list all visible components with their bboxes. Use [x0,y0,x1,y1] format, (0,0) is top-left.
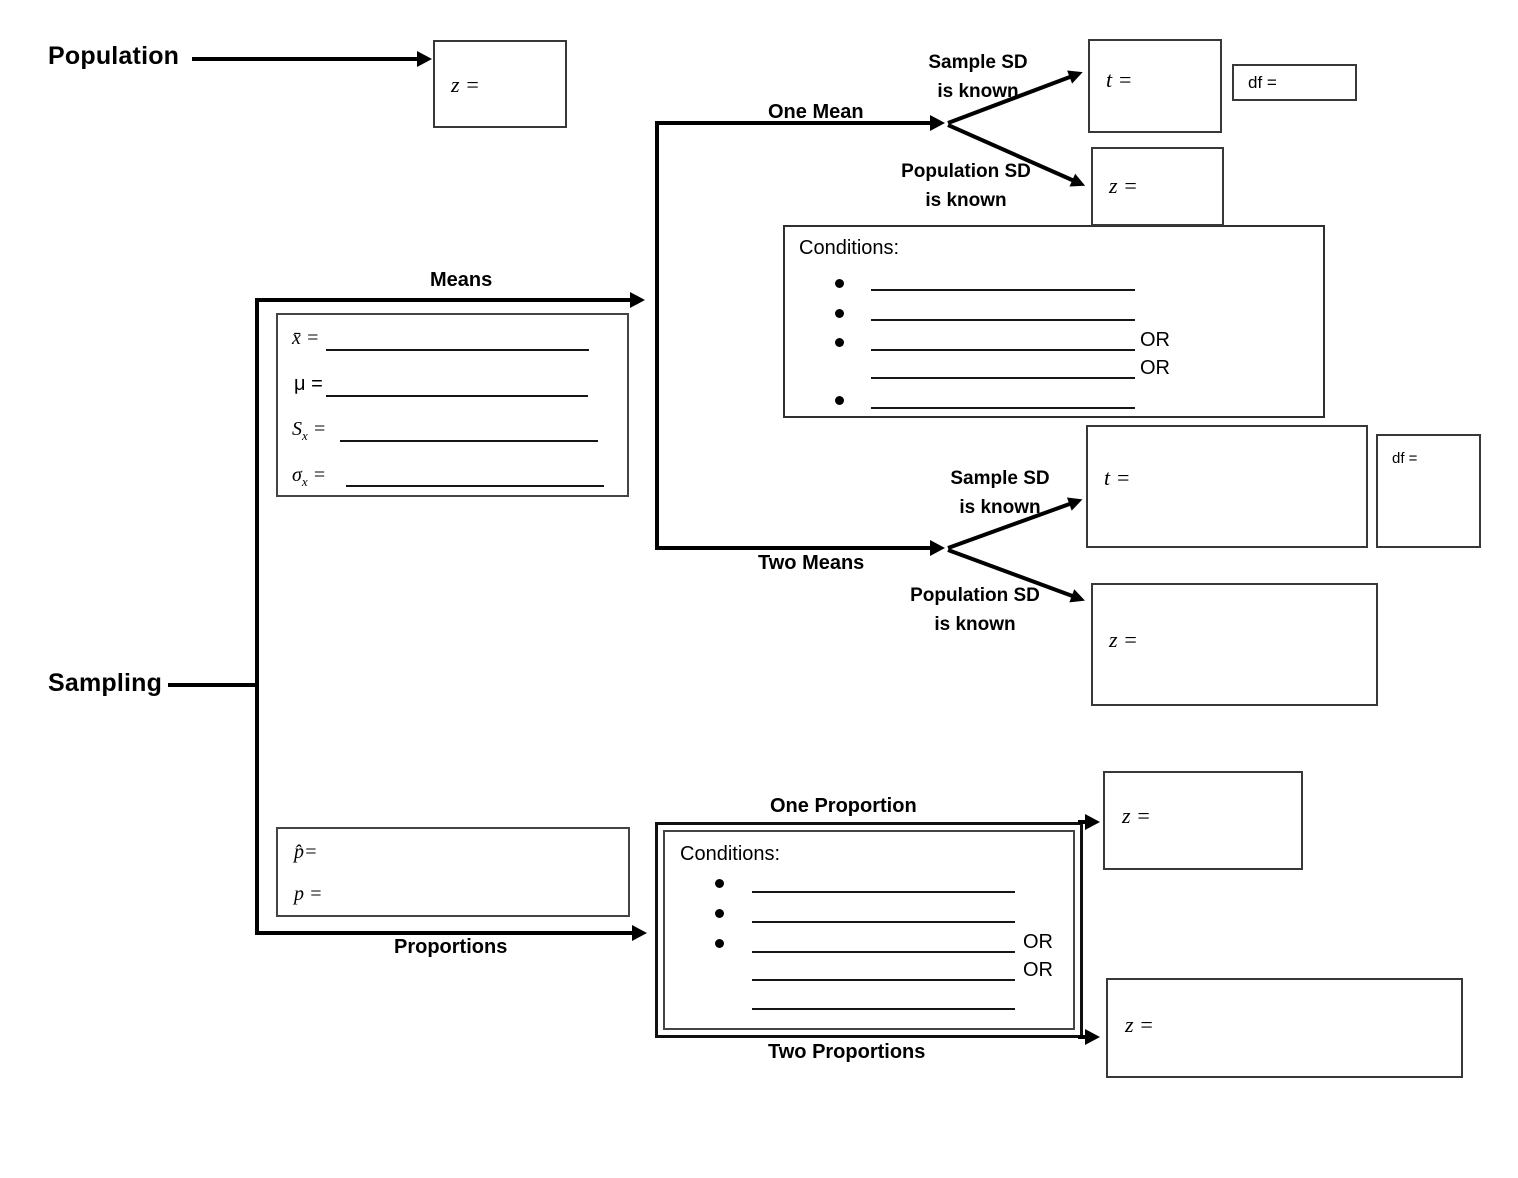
one-mean-df-box: df = [1232,64,1357,101]
proportions-conditions-heading: Conditions: [680,843,781,865]
one-mean-sample-sd-label: Sample SD is known [928,52,1028,102]
one-mean-df-formula: df = [1248,73,1277,92]
one-proportion-label: One Proportion [770,795,917,817]
population-z-box: z = [433,40,567,128]
arrowhead-icon [1067,65,1086,84]
two-proportions-label: Two Proportions [768,1041,926,1063]
means-conditions-heading: Conditions: [799,237,900,259]
arrowhead-icon [930,540,945,556]
sx-formula: Sx = [292,418,327,443]
or-label: OR [1140,357,1170,379]
arrowhead-icon [1069,589,1088,608]
bullet-icon [715,939,724,948]
population-z-formula: z = [451,72,480,97]
xbar-blank-line [326,349,589,351]
sigmax-formula: σx = [292,464,327,489]
arrowhead-icon [632,925,647,941]
one-mean-z-formula: z = [1109,173,1138,198]
sampling-branch-line [255,298,259,935]
arrowhead-icon [1069,173,1088,193]
two-means-population-sd-label: Population SD is known [910,585,1040,635]
arrowhead-icon [1085,1029,1100,1045]
condition-blank-line [752,979,1015,981]
condition-blank-line [871,407,1135,409]
population-arrow [192,50,432,67]
proportions-conditions-inner-border [663,830,1075,1030]
or-label: OR [1140,329,1170,351]
sampling-label: Sampling [48,669,163,697]
means-formulas-box: x̄ = μ = Sx = σx = [276,313,629,497]
condition-blank-line [752,1008,1015,1010]
two-means-df-formula: df = [1392,450,1418,467]
two-means-label: Two Means [758,552,865,574]
proportions-arrow [257,925,647,941]
two-means-t-formula: t = [1104,465,1131,490]
two-proportions-z-formula: z = [1125,1012,1154,1037]
means-arrow [257,292,645,308]
two-means-z-formula: z = [1109,627,1138,652]
two-means-arrow [659,540,945,556]
proportions-branch-label: Proportions [394,936,508,958]
arrowhead-icon [417,50,432,67]
phat-formula: p̂= [294,841,318,863]
condition-blank-line [871,319,1135,321]
bullet-icon [835,309,844,318]
mu-formula: μ = [294,373,323,395]
arrowhead-icon [930,115,945,131]
one-proportion-z-box: z = [1103,771,1303,870]
one-mean-label: One Mean [768,101,864,123]
two-means-df-box: df = [1376,434,1481,548]
condition-blank-line [871,289,1135,291]
means-conditions-box: Conditions: OR OR [783,225,1325,418]
proportions-conditions-box: Conditions: OR OR [655,822,1083,1038]
condition-blank-line [871,349,1135,351]
two-proportions-z-box: z = [1106,978,1463,1078]
or-label: OR [1023,959,1053,981]
mu-blank-line [326,395,588,397]
one-mean-t-box: t = [1088,39,1222,133]
sampling-connector-line [168,683,257,687]
two-means-z-box: z = [1091,583,1378,706]
p-formula: p = [294,883,323,905]
one-proportion-arrow [1078,814,1100,830]
sigmax-blank-line [346,485,604,487]
condition-blank-line [752,951,1015,953]
one-mean-population-sd-label: Population SD is known [901,161,1031,211]
two-proportions-arrow [1078,1029,1100,1045]
bullet-icon [715,879,724,888]
two-means-t-box: t = [1086,425,1368,548]
or-label: OR [1023,931,1053,953]
bullet-icon [715,909,724,918]
condition-blank-line [871,377,1135,379]
two-means-sample-sd-label: Sample SD is known [950,468,1050,518]
arrowhead-icon [630,292,645,308]
bullet-icon [835,279,844,288]
means-split-line [655,121,659,550]
means-branch-label: Means [430,269,493,291]
bullet-icon [835,396,844,405]
sx-blank-line [340,440,598,442]
one-mean-z-box: z = [1091,147,1224,226]
proportions-formulas-box: p̂= p = [276,827,630,917]
bullet-icon [835,338,844,347]
one-proportion-z-formula: z = [1122,803,1151,828]
one-mean-t-formula: t = [1106,67,1133,92]
one-mean-arrow [659,115,945,131]
condition-blank-line [752,921,1015,923]
arrowhead-icon [1085,814,1100,830]
population-label: Population [48,42,180,70]
condition-blank-line [752,891,1015,893]
xbar-formula: x̄ = [292,327,320,349]
